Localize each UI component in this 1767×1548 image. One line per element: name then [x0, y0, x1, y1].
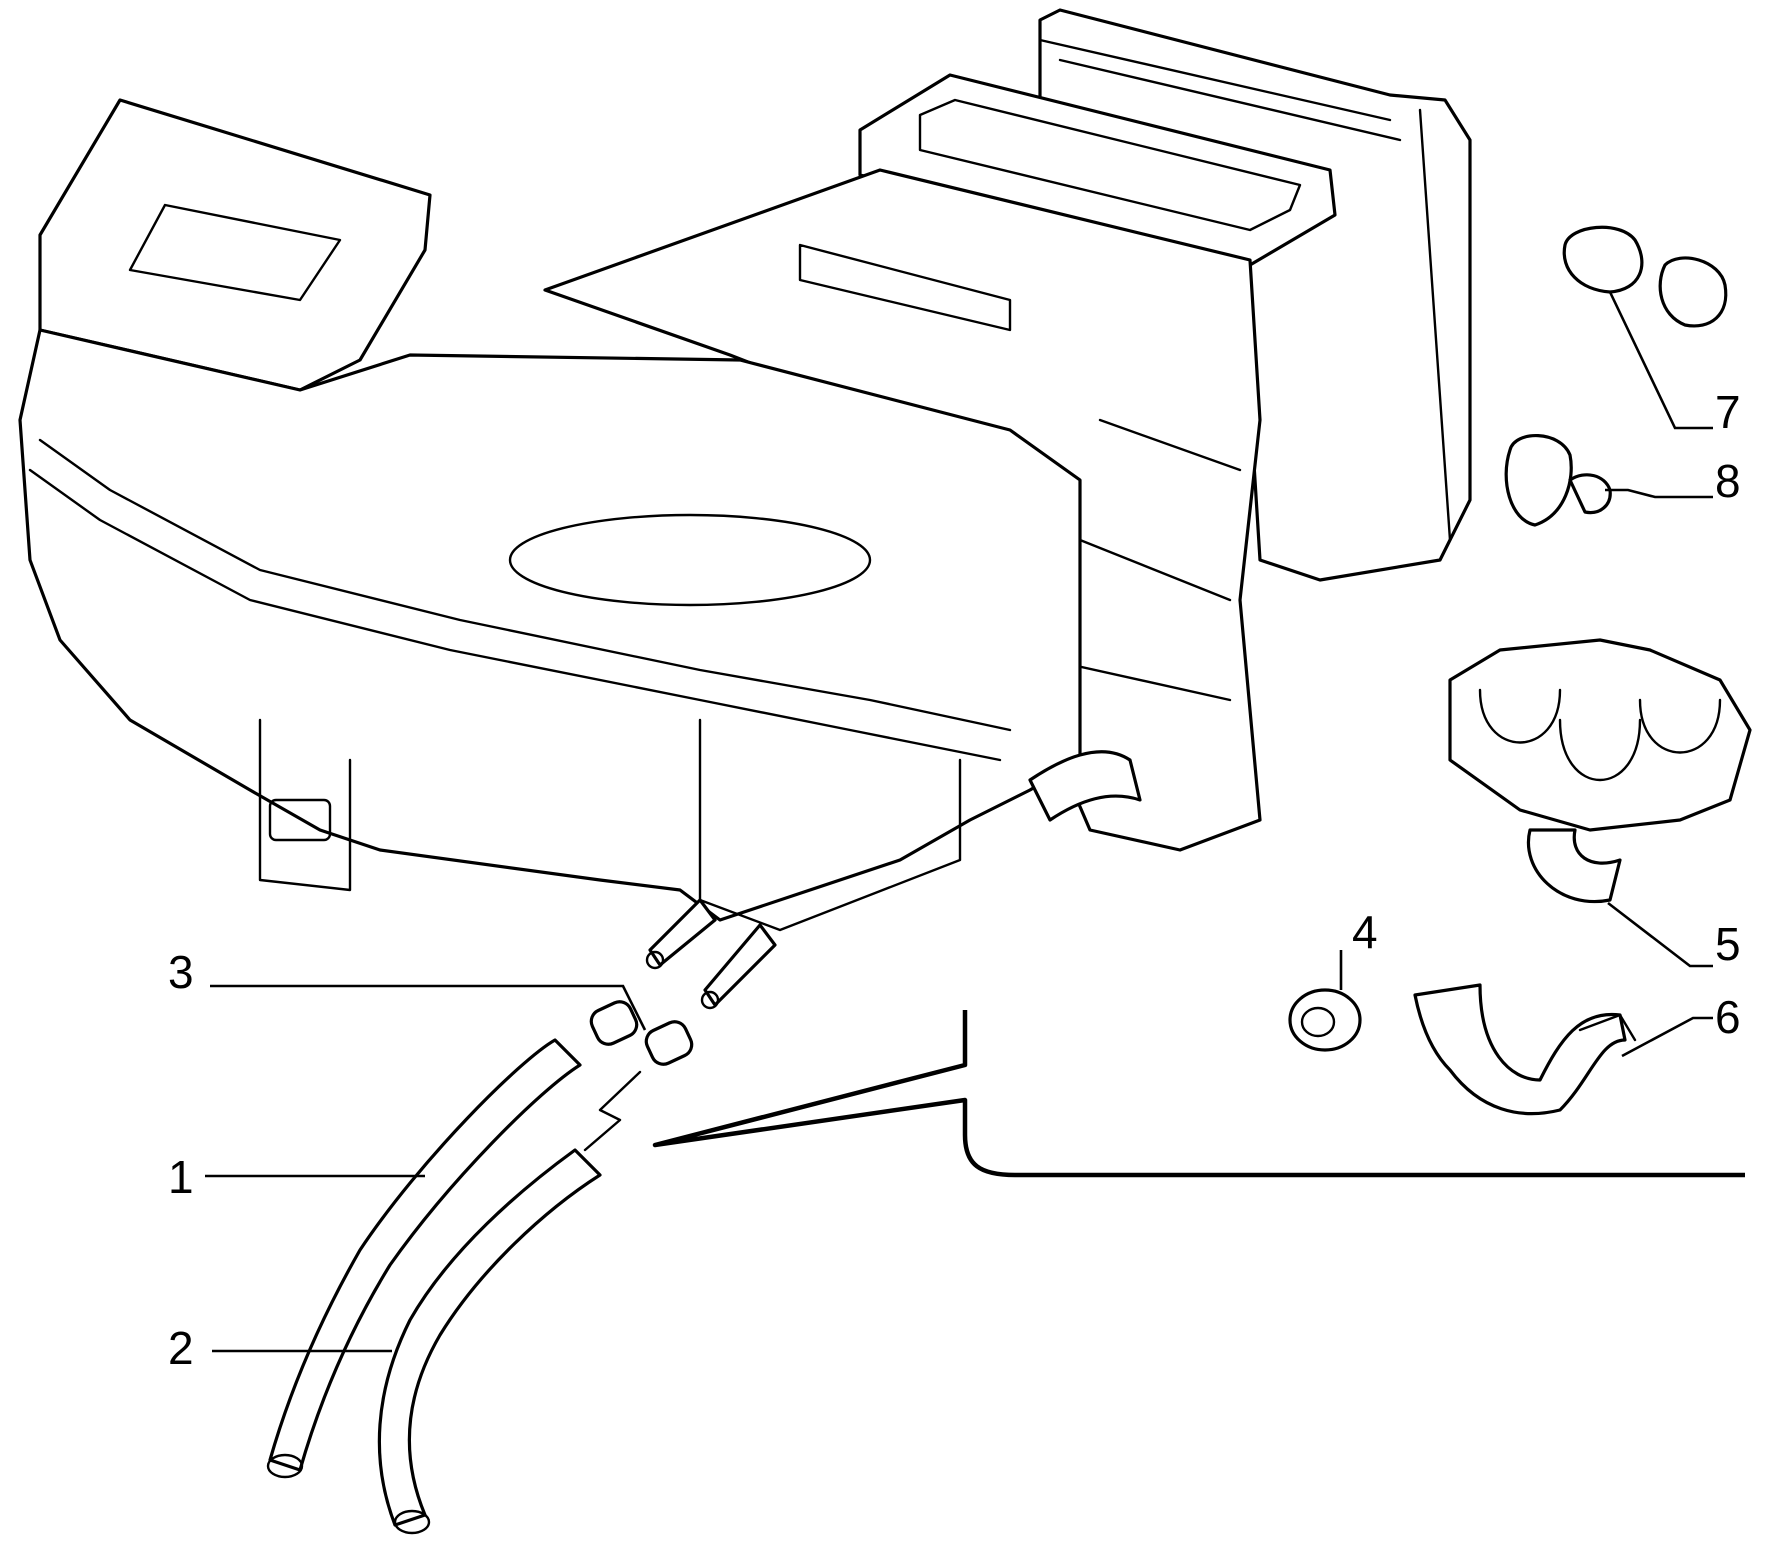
- leader-6: [1621, 1016, 1713, 1058]
- hose-1-end: [266, 1453, 304, 1479]
- callout-3: 3: [168, 946, 194, 998]
- clip-6-body: [1413, 983, 1627, 1116]
- clip-8-ring: [1504, 434, 1573, 527]
- housing-rear-box-rail: [1038, 38, 1452, 542]
- clip-6-tab: [1578, 1013, 1637, 1042]
- grommet-4: [1288, 988, 1362, 1052]
- bracket-5-lower-clip: [1526, 828, 1622, 904]
- callout-7: 7: [1715, 386, 1741, 438]
- clip-7: [1562, 225, 1728, 328]
- callout-numbers: 1 2 3 4 5 6 7 8: [168, 386, 1741, 1374]
- hose-1-body: [268, 1038, 582, 1472]
- hose-2: [377, 1148, 602, 1535]
- housing-outlet-pipes: [648, 898, 777, 1007]
- housing-main-lip-2: [38, 438, 1012, 732]
- housing-oval-panel: [508, 513, 872, 607]
- callout-8: 8: [1715, 455, 1741, 507]
- hose-1: [266, 1038, 582, 1479]
- housing-main-body: [18, 328, 1082, 922]
- leader-lines: [205, 291, 1713, 1353]
- hose-2-end: [393, 1509, 431, 1535]
- callout-2: 2: [168, 1322, 194, 1374]
- hose-2-body: [377, 1148, 602, 1527]
- hose-junction-bracket: [583, 1070, 642, 1152]
- pipe-bracket-5: [1448, 638, 1752, 904]
- housing-left-duct-opening: [128, 203, 342, 302]
- housing-middle-detail: [798, 243, 1242, 702]
- grommet-4-inner: [1300, 1006, 1336, 1038]
- hose-clamp-3: [589, 1000, 694, 1066]
- clip-7-ring-b: [1658, 256, 1728, 328]
- housing-lower-sump: [698, 718, 962, 932]
- clip-7-ring-a: [1562, 225, 1644, 294]
- callout-4: 4: [1352, 906, 1378, 958]
- housing-top-frame-inner: [918, 98, 1302, 232]
- clamp-3-b: [644, 1020, 694, 1066]
- housing-foot-plate: [268, 798, 332, 842]
- leader-8: [1605, 488, 1713, 499]
- callout-1: 1: [168, 1151, 194, 1203]
- leader-7: [1608, 291, 1713, 430]
- housing-left-foot: [258, 718, 352, 892]
- grommet-4-outer: [1288, 988, 1362, 1052]
- housing-main-lip: [28, 468, 1002, 762]
- pipe-end-a: [645, 950, 665, 970]
- callout-6: 6: [1715, 991, 1741, 1043]
- housing-top-frame: [858, 73, 1337, 267]
- bracket-5-body: [1448, 638, 1752, 832]
- heater-housing-assembly: [18, 8, 1472, 1010]
- section-boundary: [652, 1010, 1745, 1178]
- clip-8-tab: [1568, 473, 1612, 515]
- clamp-3-a: [589, 1000, 639, 1046]
- leader-3: [210, 984, 647, 1031]
- pipe-end-b: [700, 990, 720, 1010]
- leader-5: [1607, 901, 1713, 968]
- clip-8: [1504, 434, 1612, 527]
- callout-5: 5: [1715, 918, 1741, 970]
- bracket-5-cradles: [1478, 688, 1722, 782]
- housing-side-pipe: [1028, 750, 1142, 822]
- clip-6: [1413, 983, 1637, 1116]
